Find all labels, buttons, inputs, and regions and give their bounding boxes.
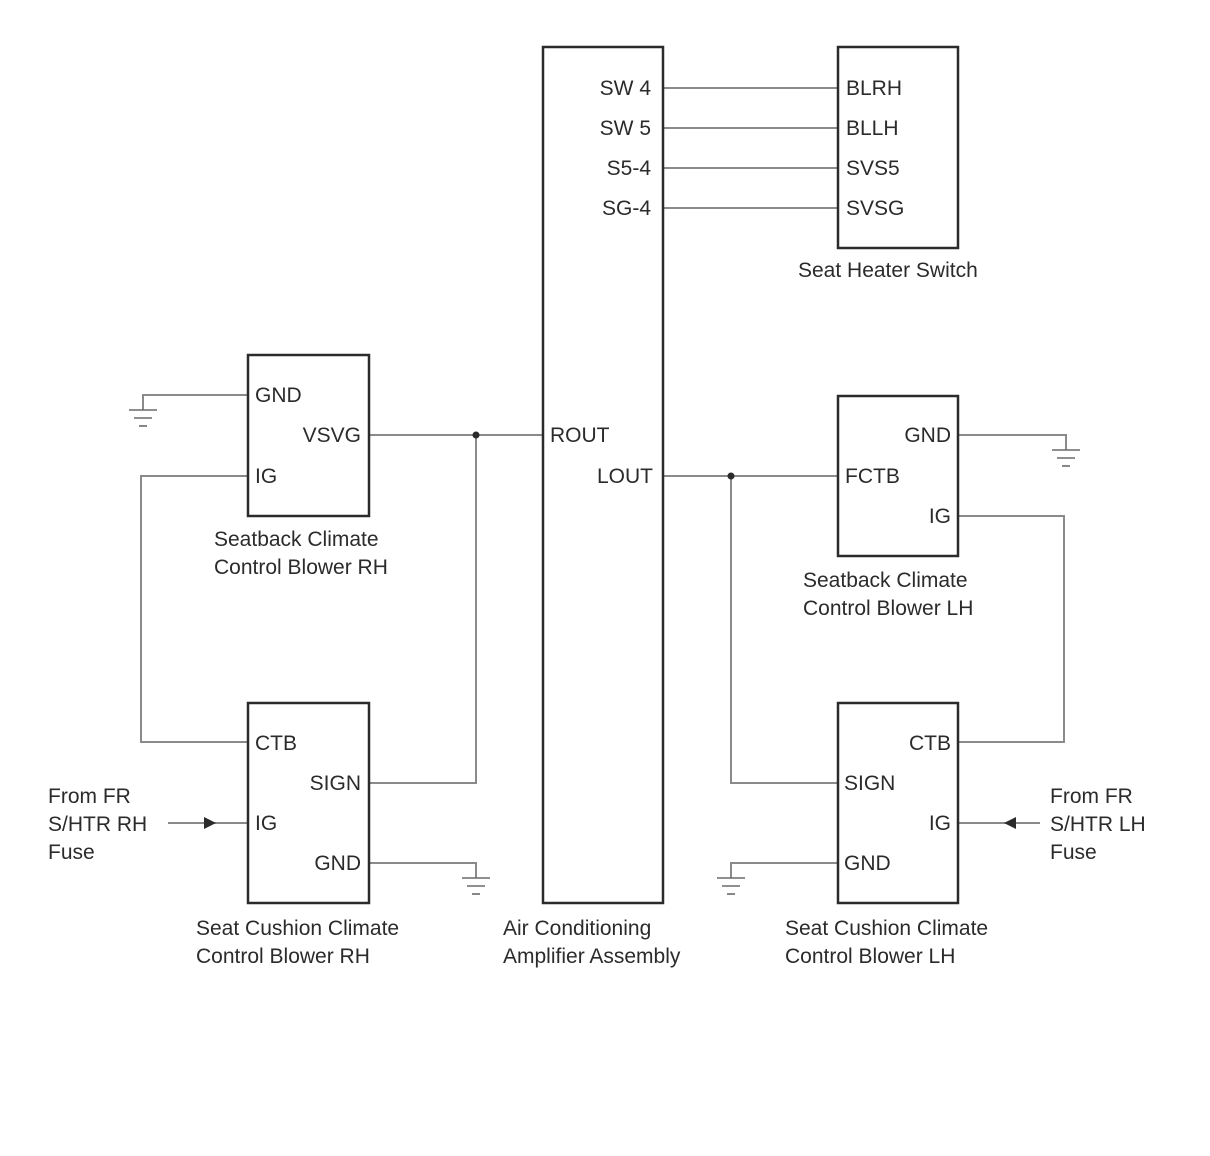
amplifier-box [541,45,665,905]
seat-cushion-blower-rh-box [246,701,371,905]
pin-svs5: SVS5 [846,157,900,180]
wire-lout-sign-lh [730,476,838,784]
seat-cushion-blower-lh-box [836,701,960,905]
pin-sclh-ctb: CTB [909,732,951,755]
junction-lout [727,472,735,480]
pin-scrh-ig: IG [255,812,277,835]
pin-bllh: BLLH [846,117,899,140]
arrow-fuse-lh [1004,817,1016,829]
pin-sw4: SW 4 [600,77,652,100]
pin-sblh-gnd: GND [904,424,951,447]
arrow-fuse-rh [204,817,216,829]
wire-sbrh-ig-ctb [140,475,248,743]
wires [140,87,1067,878]
caption-seatback-lh-line1: Seatback Climate [803,569,968,592]
fuse-lh-line1: From FR [1050,785,1133,808]
fuse-rh-line2: S/HTR RH [48,813,147,836]
pin-blrh: BLRH [846,77,902,100]
junction-rout [472,431,480,439]
ground-symbol-sbrh [129,409,157,427]
ground-symbol-scrh [462,877,490,895]
pin-scrh-ctb: CTB [255,732,297,755]
caption-seat-heater-switch: Seat Heater Switch [798,259,978,282]
caption-cushion-rh-line1: Seat Cushion Climate [196,917,399,940]
wire-rout-sign-rh [370,435,477,784]
pin-sw5: SW 5 [600,117,651,140]
fuse-rh-line3: Fuse [48,841,95,864]
pin-sbrh-gnd: GND [255,384,302,407]
caption-amplifier-line2: Amplifier Assembly [503,945,681,968]
pin-lout: LOUT [597,465,653,488]
pin-scrh-sign: SIGN [310,772,361,795]
wire-scrh-gnd [370,862,477,878]
fuse-lh-line3: Fuse [1050,841,1097,864]
seatback-blower-rh-box [246,353,371,518]
ground-symbol-sclh [717,877,745,895]
ground-symbol-sblh [1052,449,1080,467]
pin-sblh-fctb: FCTB [845,465,900,488]
caption-cushion-lh-line2: Control Blower LH [785,945,955,968]
pin-sclh-gnd: GND [844,852,891,875]
caption-seatback-rh-line2: Control Blower RH [214,556,388,579]
pin-scrh-gnd: GND [314,852,361,875]
wire-sblh-ig-ctb [958,515,1065,743]
caption-seatback-rh-line1: Seatback Climate [214,528,379,551]
pin-sblh-ig: IG [929,505,951,528]
seat-heater-switch-box [836,45,960,250]
pin-sbrh-ig: IG [255,465,277,488]
caption-seatback-lh-line2: Control Blower LH [803,597,973,620]
pin-sclh-sign: SIGN [844,772,895,795]
pin-sbrh-vsvg: VSVG [303,424,361,447]
pin-svsg: SVSG [846,197,904,220]
fuse-lh-line2: S/HTR LH [1050,813,1146,836]
caption-cushion-rh-line2: Control Blower RH [196,945,370,968]
wire-sbrh-gnd [142,394,248,410]
caption-cushion-lh-line1: Seat Cushion Climate [785,917,988,940]
pin-sg-4: SG-4 [602,197,651,220]
seatback-blower-lh-box [836,394,960,558]
wire-sclh-gnd [730,862,838,878]
pin-sclh-ig: IG [929,812,951,835]
pin-rout: ROUT [550,424,610,447]
caption-amplifier-line1: Air Conditioning [503,917,651,940]
fuse-rh-line1: From FR [48,785,131,808]
wire-sblh-gnd [958,434,1067,450]
pin-s5-4: S5-4 [607,157,652,180]
